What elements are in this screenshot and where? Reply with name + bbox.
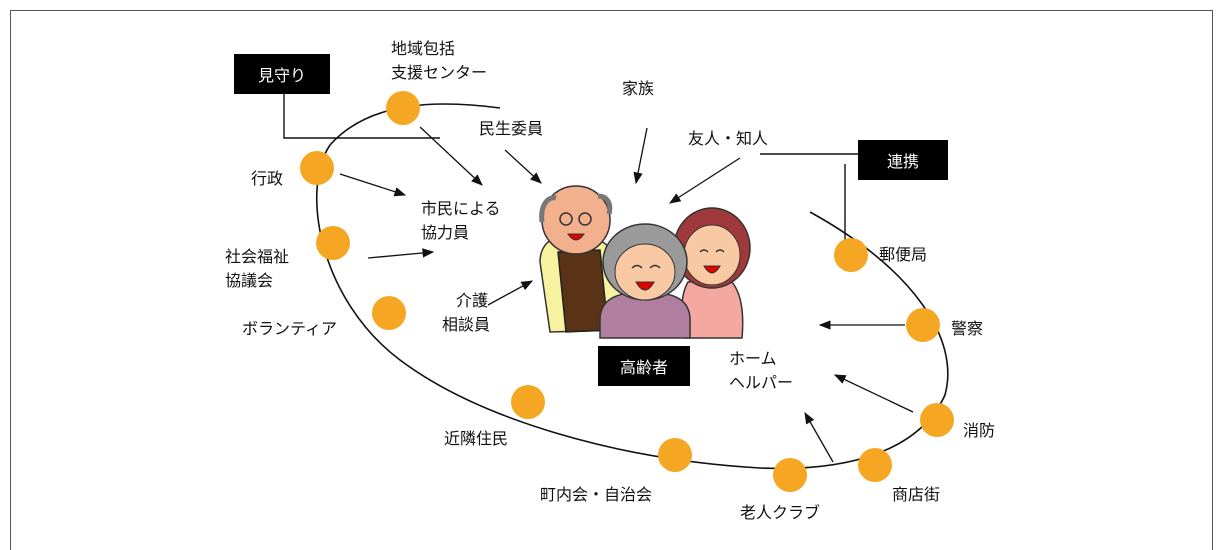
- node-chonai: [658, 438, 692, 472]
- node-gyosei: [300, 151, 334, 185]
- node-chiiki: [386, 91, 420, 125]
- grandfather-figure: [539, 185, 623, 333]
- network-ring: [315, 103, 949, 470]
- label-kazoku: 家族: [622, 79, 655, 98]
- label-kinrin: 近隣住民: [444, 429, 509, 448]
- arrow-kazoku: [633, 127, 648, 185]
- label-kaigo-line2: 相談員: [442, 315, 491, 334]
- label-shotengai: 商店街: [892, 485, 941, 504]
- label-home-line1: ホーム: [729, 349, 777, 368]
- arrow-chiiki: [419, 126, 483, 186]
- label-chiiki-line1: 地域包括: [391, 39, 456, 58]
- node-kinrin: [511, 385, 545, 419]
- arrow-rojin: [804, 411, 834, 463]
- elderly-people-illustration: [539, 185, 751, 339]
- label-gyosei: 行政: [251, 169, 284, 188]
- arrow-minsei: [504, 149, 542, 184]
- node-shobo: [920, 403, 954, 437]
- mimamori-box: 見守り: [234, 54, 330, 94]
- label-home-line2: ヘルパー: [729, 373, 794, 392]
- label-chonai: 町内会・自治会: [540, 485, 653, 504]
- label-kaigo-line1: 介護: [456, 291, 489, 310]
- label-shakai-line2: 協議会: [225, 271, 274, 290]
- label-shimin-line1: 市民による: [421, 199, 501, 218]
- node-shotengai: [858, 448, 892, 482]
- arrows: [339, 126, 914, 463]
- label-chiiki-line2: 支援センター: [391, 63, 488, 82]
- arrow-yujin: [669, 157, 741, 204]
- node-yubin: [834, 238, 868, 272]
- arrow-gyosei: [339, 173, 407, 197]
- arrow-shakai: [367, 248, 435, 259]
- label-rojin: 老人クラブ: [740, 503, 821, 522]
- connector-lines: [283, 92, 858, 242]
- label-keisatsu: 警察: [951, 319, 984, 338]
- node-keisatsu: [906, 308, 940, 342]
- node-rojin: [773, 458, 807, 492]
- node-volunteer: [372, 296, 406, 330]
- woman-figure: [673, 207, 751, 339]
- label-shimin-line2: 協力員: [421, 223, 470, 242]
- label-yujin: 友人・知人: [688, 129, 769, 148]
- mimamori-connector: [283, 92, 440, 139]
- label-volunteer: ボランティア: [242, 319, 338, 338]
- label-shobo: 消防: [963, 421, 996, 440]
- diagram-frame: [10, 10, 1213, 550]
- label-shakai-line1: 社会福祉: [225, 247, 290, 266]
- arrow-shobo: [833, 374, 914, 413]
- label-minsei: 民生委員: [479, 119, 544, 138]
- renkei-box: 連携: [858, 140, 948, 180]
- koreisha-box: 高齢者: [598, 346, 690, 386]
- grandmother-figure: [599, 223, 691, 339]
- nodes: [300, 91, 954, 492]
- arrow-kaigo: [487, 280, 534, 306]
- label-yubin: 郵便局: [879, 245, 928, 264]
- node-shakai: [316, 226, 350, 260]
